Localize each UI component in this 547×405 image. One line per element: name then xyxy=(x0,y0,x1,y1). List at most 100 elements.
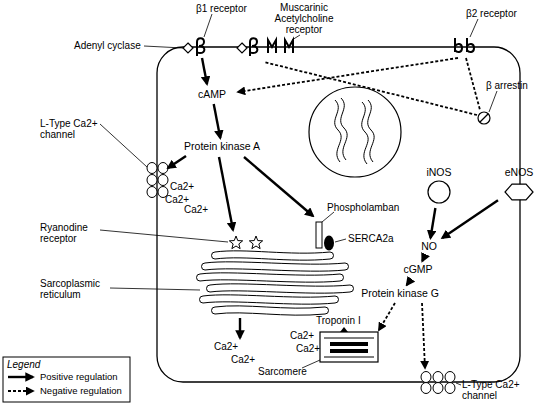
reticulum-band xyxy=(212,306,329,315)
protein-label: SERCA2a xyxy=(348,233,398,244)
leader-line xyxy=(456,383,461,385)
beta1-receptor-symbol xyxy=(197,38,204,56)
l-type-channel xyxy=(147,163,168,198)
organelle-label: Sarcoplasmic reticulum xyxy=(40,278,110,300)
reticulum-band xyxy=(207,284,354,293)
channel-label: L-Type Ca2+ channel xyxy=(40,118,102,140)
hexagon-outline xyxy=(505,184,533,200)
muscarinic-receptor-symbol xyxy=(285,40,293,53)
ion-label: Ca2+ xyxy=(296,343,326,354)
node-text: iNOS xyxy=(424,166,454,179)
positive-arrow xyxy=(202,58,207,84)
sarcomere-box xyxy=(320,332,378,362)
legend-negative-sample xyxy=(8,390,33,392)
leader-line xyxy=(100,230,228,242)
positive-arrow xyxy=(239,318,241,338)
negative-arrow xyxy=(379,303,395,330)
leader-line xyxy=(489,91,497,112)
ion-label: Ca2+ xyxy=(170,181,200,192)
leader-line xyxy=(322,212,334,222)
leader-line xyxy=(204,14,212,37)
thick-filament xyxy=(330,342,368,346)
leader-line xyxy=(470,19,478,37)
leader-line xyxy=(110,288,200,290)
beta1-receptor-symbol xyxy=(250,38,257,56)
activation-arrow xyxy=(442,200,498,238)
chromosome xyxy=(362,102,368,164)
second-messenger: cGMP xyxy=(399,263,437,277)
receptor-label: β2 receptor xyxy=(466,8,536,19)
positive-arrows xyxy=(168,58,313,338)
protein-label: Phospholamban xyxy=(327,202,407,213)
circle-outline xyxy=(428,181,450,203)
node-text: Protein kinase G xyxy=(352,287,448,300)
chromosome xyxy=(341,98,347,160)
enzyme-hexagon: eNOS xyxy=(500,166,538,206)
activation-arrow xyxy=(422,256,424,261)
ion-label: Ca2+ xyxy=(214,341,244,352)
leader-lines xyxy=(100,14,497,385)
ryanodine-receptor-star xyxy=(249,236,262,249)
chromosomes xyxy=(335,98,374,164)
activation-arrow xyxy=(430,208,435,238)
reticulum-band xyxy=(200,295,339,304)
channel-subunit xyxy=(158,175,168,186)
positive-arrow xyxy=(168,156,186,168)
serca2a-pump xyxy=(324,236,334,251)
activation-arrow xyxy=(214,104,221,138)
channel-subunit xyxy=(147,175,157,186)
ion-label: Ca2+ xyxy=(184,204,214,215)
channel-subunit xyxy=(421,383,431,394)
ion-label: Ca2+ xyxy=(165,194,195,205)
muscarinic-receptor-symbol xyxy=(268,40,276,53)
leader-line xyxy=(292,35,300,40)
leader-line xyxy=(100,124,147,167)
l-type-channel xyxy=(421,372,455,394)
channel-subunit xyxy=(158,163,168,174)
receptor-label: Muscarinic Acetylcholine receptor xyxy=(268,2,340,35)
chromosome xyxy=(335,100,341,162)
beta2-receptor-symbol xyxy=(467,38,474,52)
cell-membrane xyxy=(157,47,520,382)
enzyme-circle: iNOS xyxy=(424,166,454,206)
positive-arrow xyxy=(219,157,233,230)
protein-label: β arrestin xyxy=(486,80,544,91)
legend-box xyxy=(3,357,130,402)
connectors xyxy=(214,104,498,285)
node-text: cGMP xyxy=(399,263,437,276)
enzyme-label: Adenyl cyclase xyxy=(74,40,154,51)
channel-subunit xyxy=(433,383,443,394)
receptor-label: β1 receptor xyxy=(196,3,262,14)
receptor-label: Ryanodine receptor xyxy=(40,222,102,244)
reticulum-band xyxy=(197,273,344,282)
thick-filament xyxy=(330,349,368,353)
thin-filament xyxy=(324,338,374,339)
protein-label: Troponin I xyxy=(316,315,372,326)
node-text: NO xyxy=(416,240,442,253)
beta2-receptor-symbol xyxy=(455,38,462,52)
negative-line xyxy=(264,62,477,115)
node-text: eNOS xyxy=(500,166,538,179)
negative-line xyxy=(466,58,480,110)
beta-arrestin-slash xyxy=(480,114,488,122)
second-messenger: cAMP xyxy=(190,88,234,102)
negative-arrow xyxy=(422,303,425,368)
thin-filament xyxy=(324,357,374,358)
beta-arrestin-symbol xyxy=(478,112,490,124)
legend-positive-sample xyxy=(8,376,33,378)
ryanodine-receptor-star xyxy=(229,236,242,249)
activation-arrow xyxy=(407,279,412,285)
kinase-label: Protein kinase G xyxy=(352,287,448,301)
nucleus xyxy=(309,87,401,177)
adenyl-cyclase-diamond xyxy=(237,43,247,53)
channel-label: L-Type Ca2+ channel xyxy=(462,379,524,401)
sarcoplasmic-reticulum xyxy=(197,251,354,315)
ion-label: Ca2+ xyxy=(290,330,320,341)
reticulum-band xyxy=(202,262,349,271)
node-text: cAMP xyxy=(190,88,234,101)
channel-subunit xyxy=(445,383,455,394)
chromosome xyxy=(368,100,374,162)
channel-subunit xyxy=(445,372,455,383)
channel-subunit xyxy=(433,372,443,383)
